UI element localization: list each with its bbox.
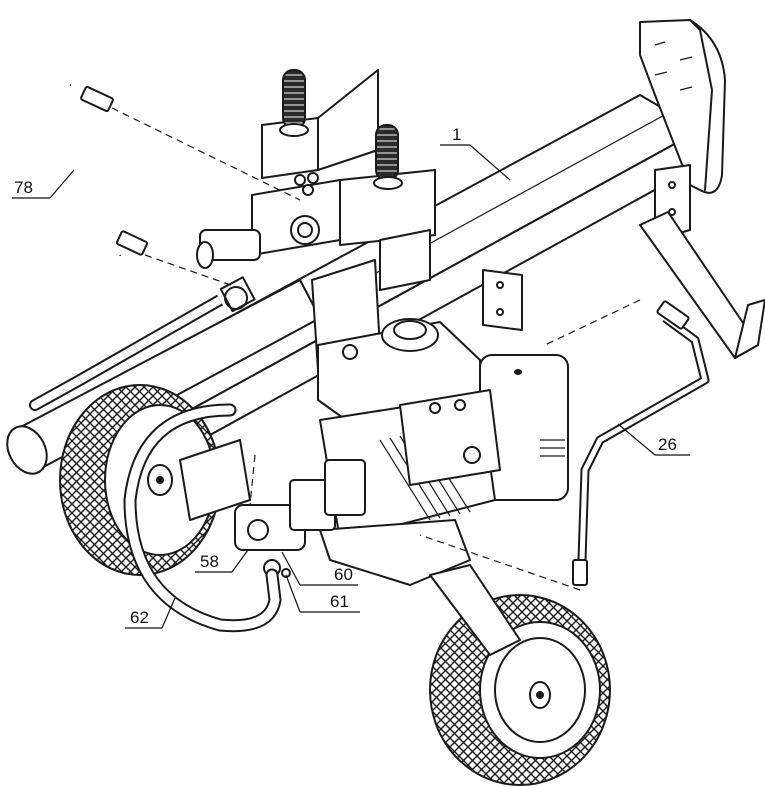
callout-61: 61 <box>285 574 360 613</box>
hose-78 <box>57 82 148 256</box>
callout-58: 58 <box>195 549 249 573</box>
hose-return <box>29 294 223 411</box>
callout-label-61: 61 <box>330 592 349 611</box>
callout-label-1: 1 <box>452 125 461 144</box>
axle-bracket-left <box>179 439 251 521</box>
callout-60: 60 <box>281 551 358 586</box>
wheel-front-right <box>429 594 611 786</box>
engine <box>317 318 569 586</box>
callout-26: 26 <box>617 423 690 456</box>
control-valve <box>196 69 436 291</box>
end-plate <box>639 19 726 194</box>
axle-right <box>429 564 521 656</box>
callout-label-62: 62 <box>130 608 149 627</box>
callout-62: 62 <box>125 597 176 629</box>
hose-26 <box>572 300 710 586</box>
callout-label-78: 78 <box>14 178 33 197</box>
hose-62 <box>123 403 282 633</box>
callout-78: 78 <box>12 169 75 199</box>
callout-label-58: 58 <box>200 552 219 571</box>
tow-tongue <box>639 164 765 359</box>
assembly-dashed-lines <box>111 107 641 591</box>
callout-1: 1 <box>440 125 511 181</box>
callout-label-60: 60 <box>334 565 353 584</box>
callout-label-26: 26 <box>658 435 677 454</box>
hydraulic-pump <box>234 459 366 578</box>
